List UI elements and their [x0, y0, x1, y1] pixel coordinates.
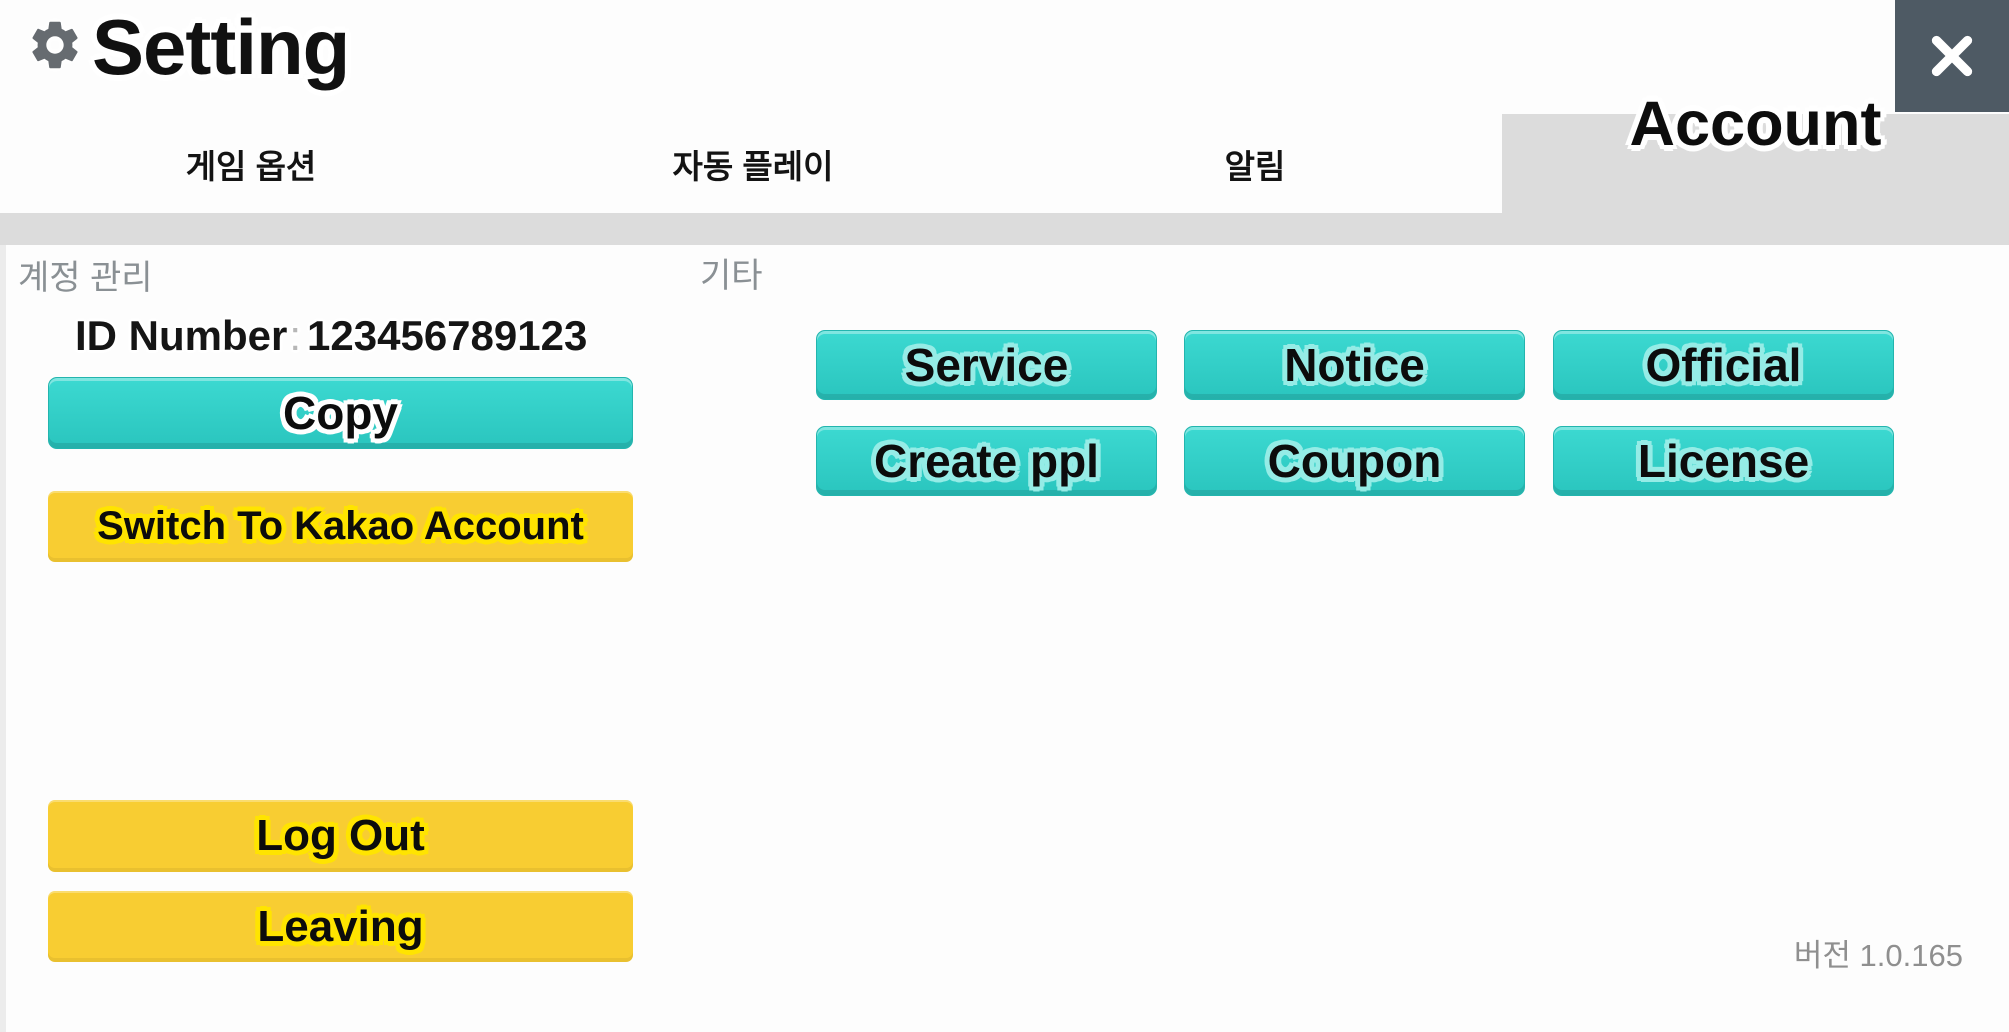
- leaving-button[interactable]: Leaving: [48, 891, 633, 962]
- account-section-title: 계정 관리: [18, 259, 153, 297]
- id-number-colon: :: [289, 312, 302, 359]
- close-button[interactable]: [1895, 0, 2009, 112]
- tab-account[interactable]: Account: [1629, 89, 1882, 159]
- create-ppl-button[interactable]: Create ppl: [816, 426, 1157, 496]
- left-edge-shade: [0, 245, 6, 1032]
- version-label: 버전 1.0.165: [1793, 938, 1963, 973]
- tab-notifications[interactable]: 알림: [1004, 115, 1506, 213]
- id-number-label: ID Number: [75, 312, 288, 359]
- copy-button[interactable]: Copy: [48, 377, 633, 449]
- close-icon: [1931, 35, 1973, 77]
- tab-underline-strip: [0, 213, 2009, 245]
- etc-section-title: 기타: [700, 257, 763, 295]
- switch-to-kakao-account-button[interactable]: Switch To Kakao Account: [48, 491, 633, 562]
- notice-button[interactable]: Notice: [1184, 330, 1525, 400]
- id-number-value: 123456789123: [307, 312, 588, 359]
- tab-label: 알림: [1224, 148, 1286, 185]
- gear-icon: [32, 21, 78, 69]
- coupon-button[interactable]: Coupon: [1184, 426, 1525, 496]
- log-out-button[interactable]: Log Out: [48, 800, 633, 872]
- tab-label: 자동 플레이: [672, 148, 834, 185]
- tab-game-options[interactable]: 게임 옵션: [0, 115, 502, 213]
- tab-auto-play[interactable]: 자동 플레이: [502, 115, 1004, 213]
- license-button[interactable]: License: [1553, 426, 1894, 496]
- tab-label: 게임 옵션: [185, 148, 317, 185]
- official-button[interactable]: Official: [1553, 330, 1894, 400]
- page-title: Setting: [92, 3, 350, 91]
- service-button[interactable]: Service: [816, 330, 1157, 400]
- id-number-row: ID Number:123456789123: [75, 312, 587, 360]
